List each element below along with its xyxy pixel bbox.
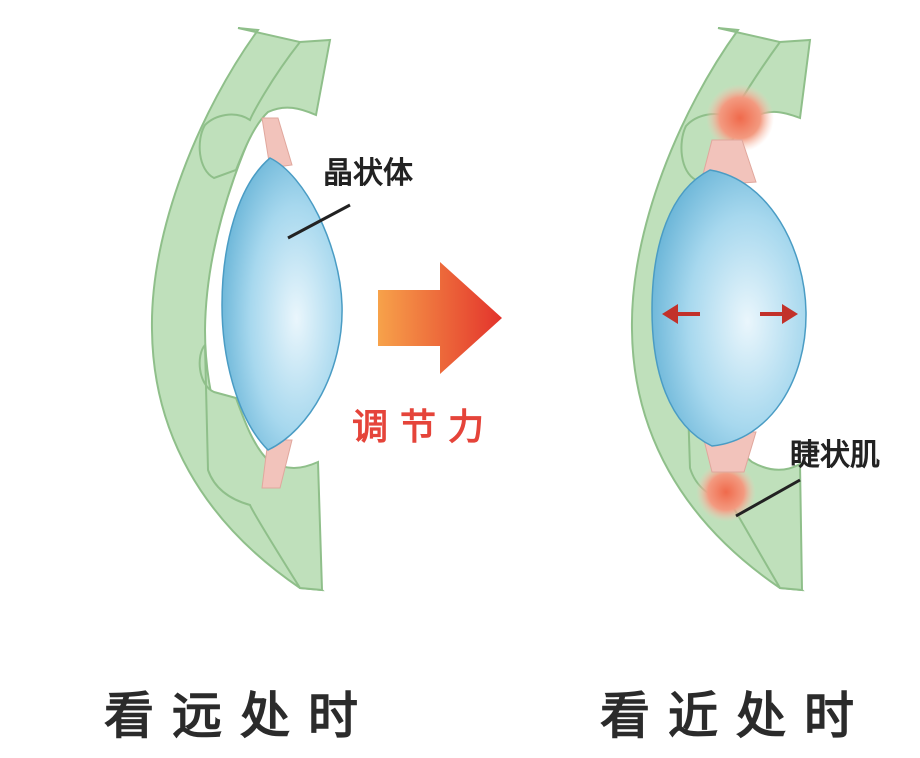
muscle-leader-line [735,478,801,518]
lens-far [221,157,343,451]
lower-iris [198,342,324,592]
upper-iris [198,38,332,180]
near-vision-eye [630,27,812,592]
far-view-caption: 看远处时 [104,687,376,745]
ciliary-muscle-lower [696,462,756,522]
lens-label: 晶状体 [323,156,413,191]
far-vision-eye [150,27,351,592]
ciliary-muscle-label: 睫状肌 [790,438,880,473]
accommodation-arrow [378,262,502,374]
right-expansion-arrow [760,304,798,324]
upper-zonules [261,117,293,169]
lens-leader-line [287,203,351,240]
accommodation-label: 调节力 [352,407,497,448]
left-expansion-arrow [662,304,700,324]
lens-near [651,169,807,447]
arrow-shape [378,262,502,374]
ciliary-muscle-upper [706,84,774,152]
near-view-caption: 看近处时 [600,687,872,745]
